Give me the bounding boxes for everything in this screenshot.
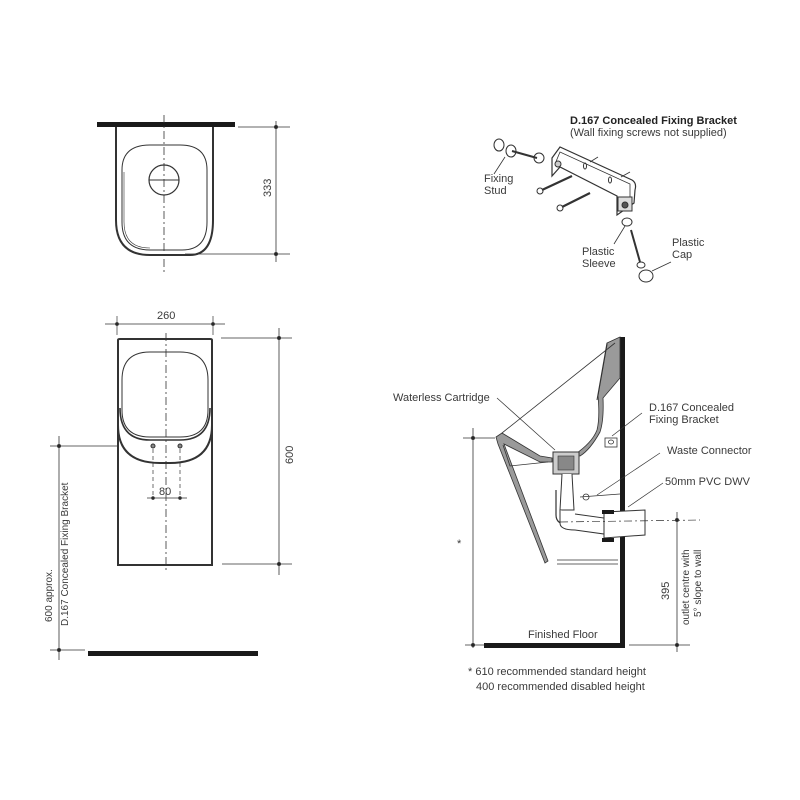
plastic-cap-part	[638, 269, 654, 283]
bowl-top-outline	[121, 144, 208, 251]
bracket-height-label-1: 600 approx.	[44, 569, 55, 622]
outlet-note-line-2: 5° slope to wall	[693, 549, 704, 617]
label-waterless-cartridge: Waterless Cartridge	[393, 392, 490, 404]
bracket-height-label-2: D.167 Concealed Fixing Bracket	[60, 482, 71, 626]
plastic-sleeve-part	[621, 217, 633, 227]
bracket-detail-subtitle: (Wall fixing screws not supplied)	[570, 127, 727, 139]
dim-width-260: 260	[157, 310, 176, 322]
floor-bar-front	[88, 651, 258, 656]
label-plastic-cap: Plastic Cap	[672, 237, 705, 261]
wall-bar-top	[97, 122, 235, 127]
dim-height-600: 600	[284, 445, 296, 464]
dim-outlet-395: 395	[660, 581, 672, 600]
note-disabled-height: 400 recommended disabled height	[476, 681, 645, 693]
label-fixing-stud: Fixing Stud	[484, 173, 514, 197]
label-waste-connector: Waste Connector	[667, 445, 752, 457]
asterisk-marker: *	[457, 538, 462, 550]
urinal-front-outline	[117, 338, 213, 566]
finished-floor	[484, 643, 625, 648]
bowl-front-rim	[495, 432, 553, 564]
stud-nut	[533, 152, 545, 164]
bracket-detail-title: D.167 Concealed Fixing Bracket	[570, 115, 737, 127]
urinal-top-outline	[115, 127, 214, 256]
side-view	[463, 336, 701, 652]
bracket-body	[551, 146, 637, 217]
front-view	[50, 316, 292, 660]
dim-hole-spacing-80: 80	[159, 486, 172, 498]
label-plastic-sleeve: Plastic Sleeve	[582, 246, 616, 270]
bowl-front-outline	[121, 351, 209, 438]
wall-bracket	[604, 437, 618, 448]
note-standard-height: * 610 recommended standard height	[468, 666, 646, 678]
urinal-shell	[572, 336, 621, 457]
top-view	[97, 115, 290, 275]
label-concealed-bracket: D.167 Concealed Fixing Bracket	[649, 402, 735, 426]
fixing-hole-left	[150, 443, 156, 449]
lower-curve	[117, 424, 213, 464]
outlet-note-line-1: outlet centre with	[681, 549, 692, 625]
bracket-detail	[493, 138, 672, 283]
label-finished-floor: Finished Floor	[528, 629, 598, 641]
pvc-dwv-pipe	[603, 509, 646, 539]
stud-washer	[493, 138, 505, 152]
dim-depth-333: 333	[262, 178, 274, 197]
fixing-hole-right	[177, 443, 183, 449]
label-pvc-dwv: 50mm PVC DWV	[665, 476, 750, 488]
wall	[620, 337, 625, 644]
